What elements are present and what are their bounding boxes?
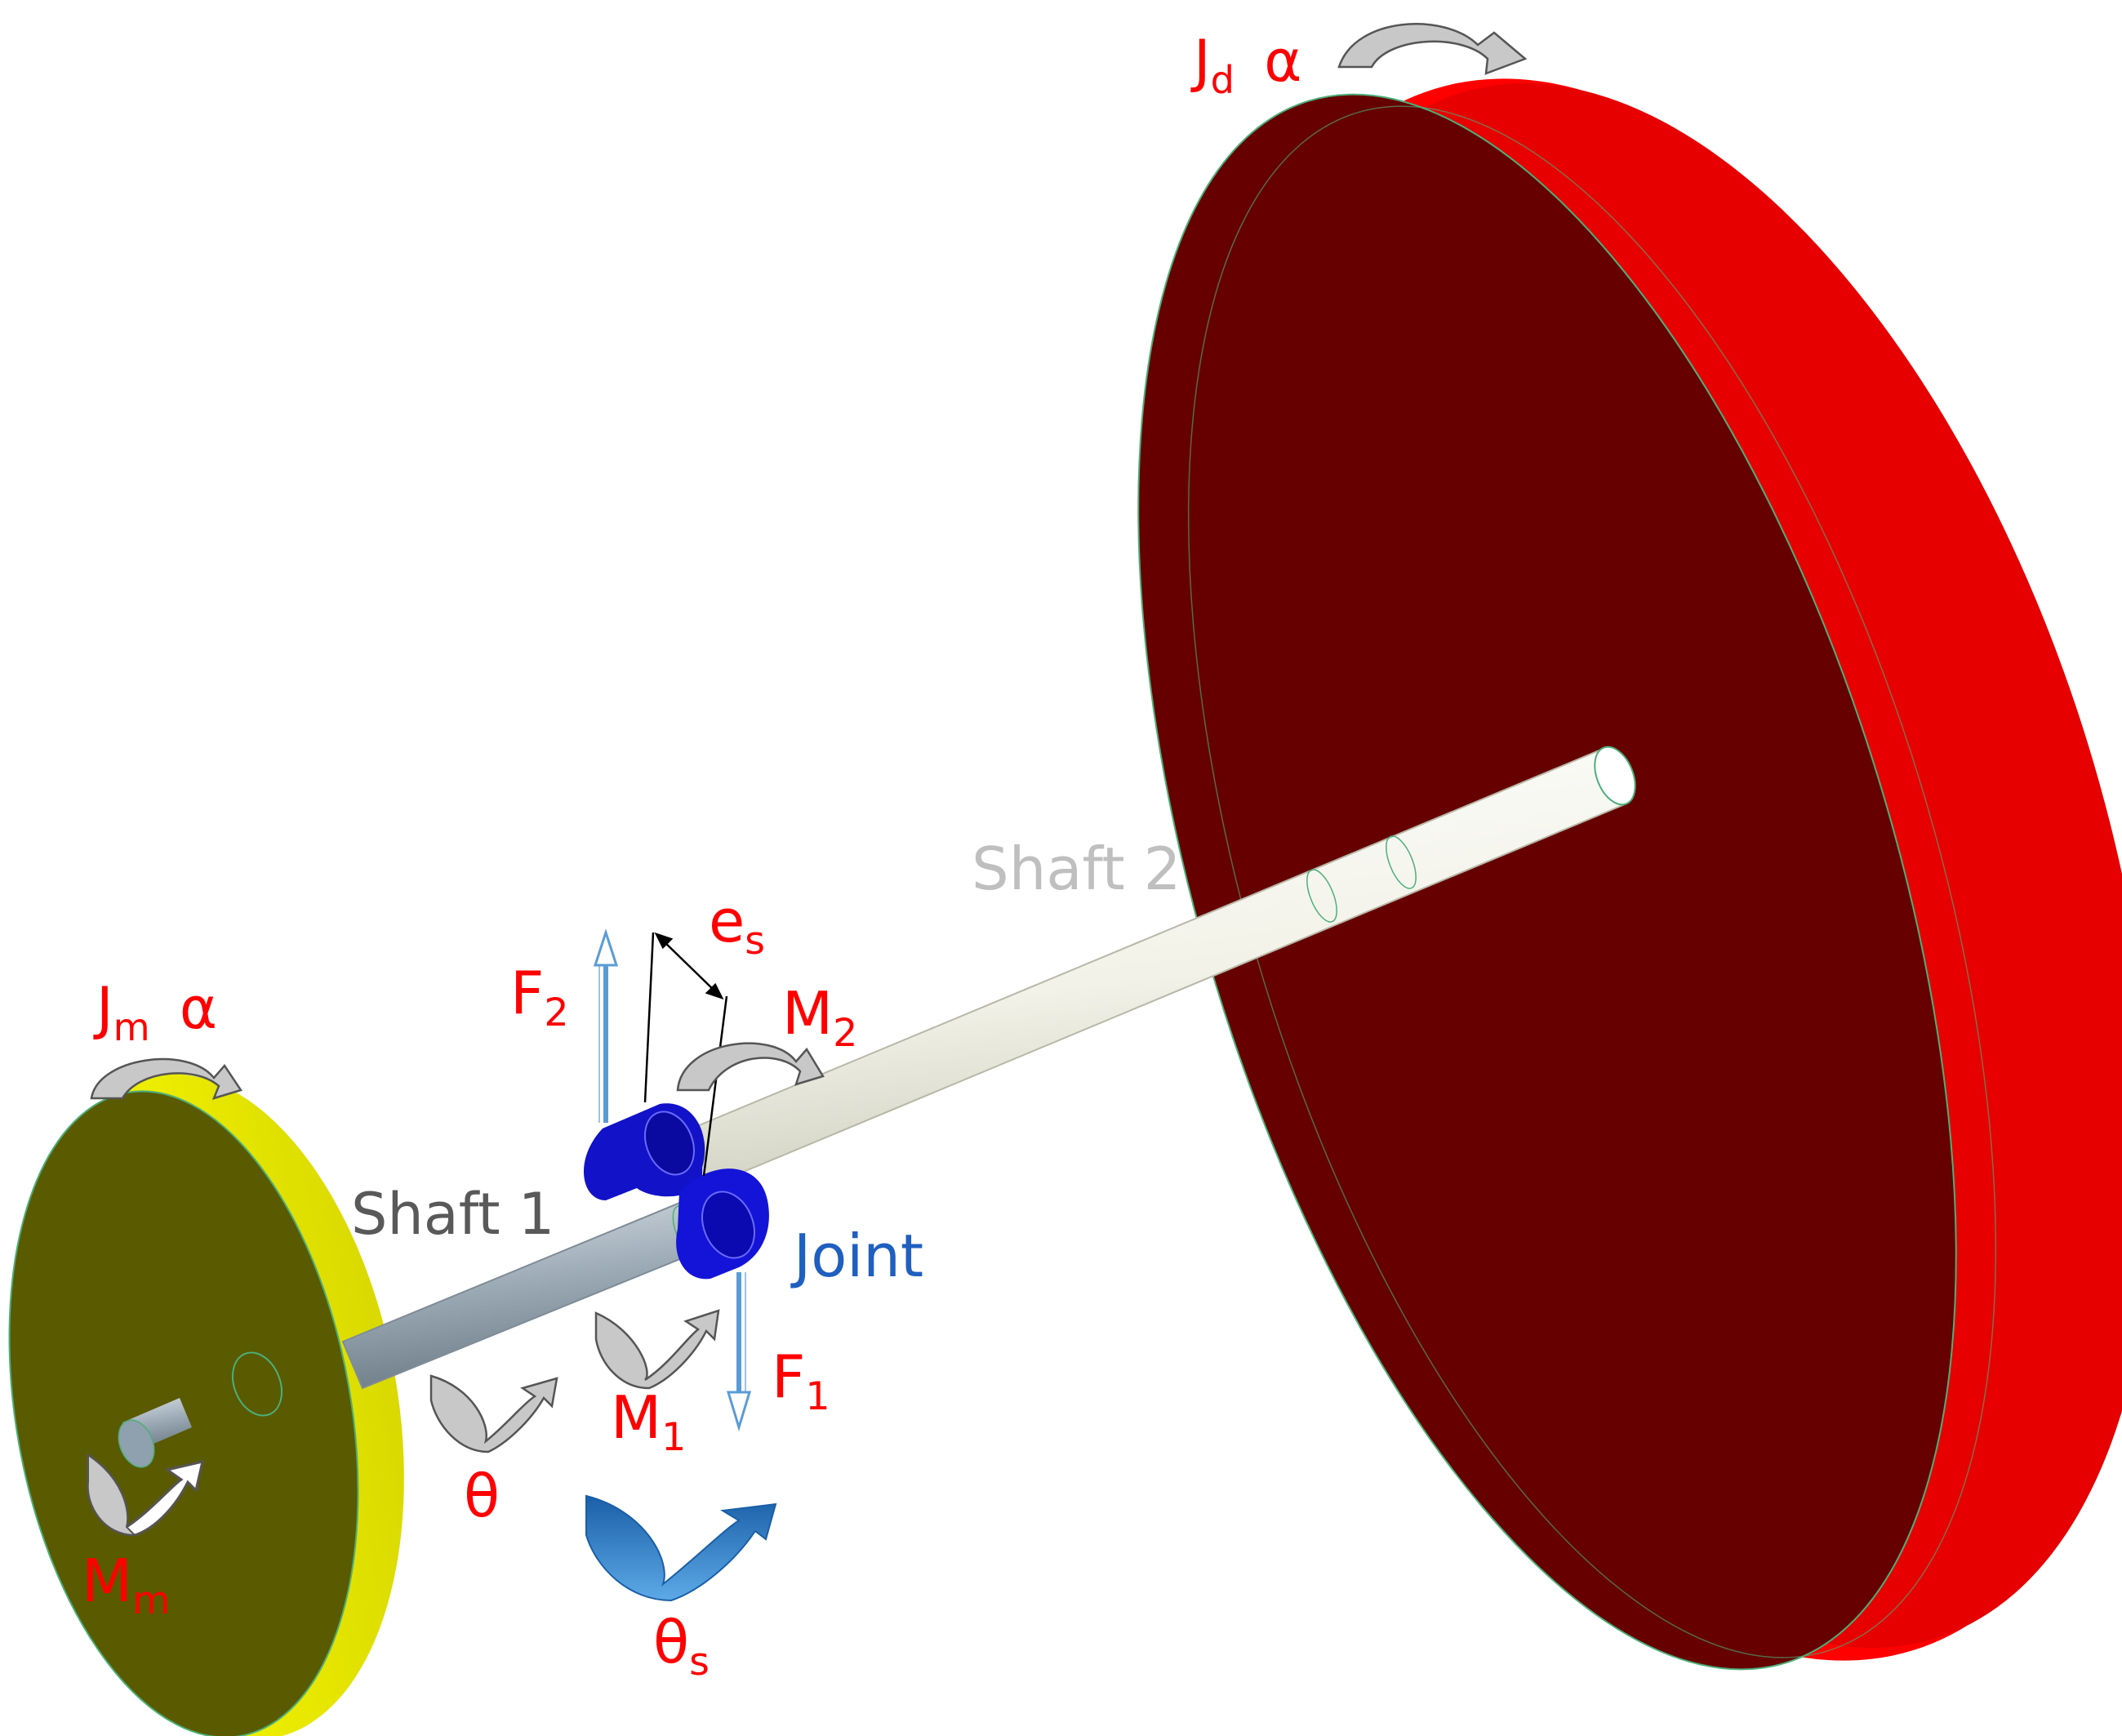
load-disk-face <box>1137 93 1957 1671</box>
label-jd-main: J <box>1194 28 1211 95</box>
torque-arrow-jd <box>1337 23 1528 75</box>
label-theta: θ <box>464 1462 500 1530</box>
label-m2-main: M <box>782 979 834 1048</box>
force-arrow-f2 <box>593 928 619 1123</box>
label-f2-main: F <box>510 959 545 1027</box>
label-jd-alpha: Jd α <box>1194 33 1301 99</box>
label-shaft-1: Shaft 1 <box>351 1181 555 1248</box>
label-jd-sub: d <box>1210 57 1234 102</box>
label-es-sub: s <box>745 919 766 964</box>
motor-disk <box>8 1074 404 1736</box>
label-f1-main: F <box>772 1342 806 1411</box>
torque-arrow-m1 <box>594 1309 720 1390</box>
shaft-2-end <box>1594 746 1636 806</box>
shaft-2-section-b <box>1386 835 1417 889</box>
label-jd-alpha-symbol: α <box>1264 28 1302 95</box>
label-f2-sub: 2 <box>544 990 569 1036</box>
label-es: es <box>709 892 765 961</box>
load-disk <box>1137 78 2122 1671</box>
label-f1: F1 <box>772 1347 830 1417</box>
joint-lower-bore <box>701 1191 755 1259</box>
label-mm: Mm <box>82 1551 170 1621</box>
motor-disk-hub <box>232 1351 282 1417</box>
label-m1-main: M <box>611 1383 662 1452</box>
torque-arrow-theta <box>429 1374 558 1453</box>
label-f2: F2 <box>510 964 569 1033</box>
motor-stub-shaft-end <box>118 1419 155 1468</box>
label-joint: Joint <box>794 1222 924 1290</box>
torque-arrow-jm <box>90 1057 242 1100</box>
label-mm-main: M <box>82 1547 133 1615</box>
joint <box>583 1103 769 1280</box>
label-m2-sub: 2 <box>833 1011 858 1057</box>
load-disk-inner-edge <box>1188 105 1996 1658</box>
force-arrow-f1 <box>726 1272 752 1432</box>
torque-arrow-theta-s <box>585 1494 777 1602</box>
label-m1: M1 <box>611 1388 686 1458</box>
label-es-main: e <box>709 887 745 955</box>
label-theta-s-sub: s <box>689 1640 710 1685</box>
label-mm-sub: m <box>132 1578 171 1624</box>
label-theta-s-main: θ <box>653 1608 690 1676</box>
torque-arrow-mm <box>87 1453 204 1537</box>
label-f1-sub: 1 <box>805 1374 830 1420</box>
label-m2: M2 <box>782 984 857 1053</box>
joint-upper-bore <box>644 1111 695 1176</box>
label-jm-main: J <box>96 975 113 1042</box>
label-shaft-2: Shaft 2 <box>972 835 1181 903</box>
label-m1-sub: 1 <box>661 1415 687 1461</box>
label-jm-sub: m <box>113 1004 150 1049</box>
label-jm-alpha-symbol: α <box>179 975 218 1042</box>
label-theta-s: θs <box>653 1613 710 1682</box>
label-jm-alpha: Jm α <box>96 980 217 1046</box>
shaft-2 <box>666 746 1636 1195</box>
torque-arrow-m2 <box>676 1042 825 1092</box>
shaft-2-section-a <box>1306 869 1337 923</box>
offset-es-dimension <box>643 932 728 1177</box>
